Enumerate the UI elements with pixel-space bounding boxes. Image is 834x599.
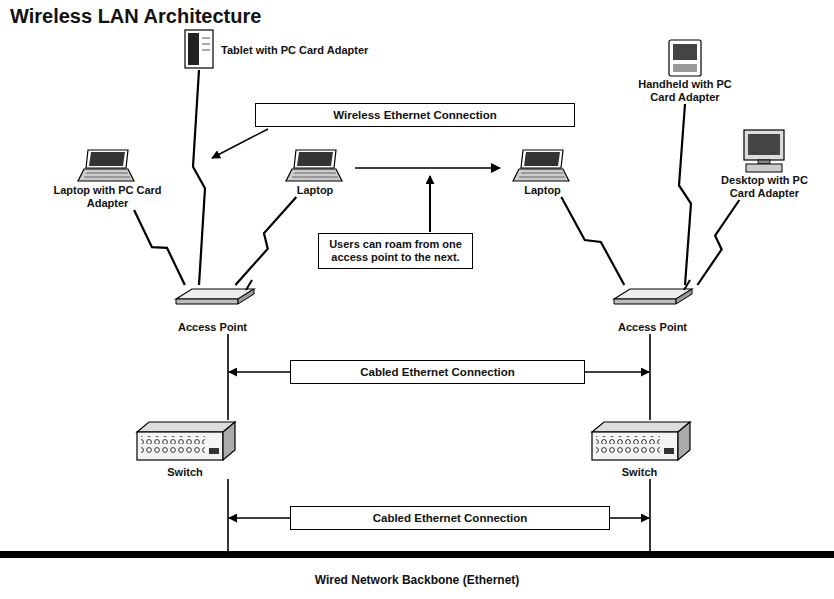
wireless-link xyxy=(134,210,185,285)
handheld-icon xyxy=(669,40,701,76)
wireless-link xyxy=(679,104,691,285)
access-point-icon xyxy=(176,280,254,304)
device-node: Handheld with PC Card Adapter xyxy=(630,38,740,104)
device-node: Laptop with PC Card Adapter xyxy=(40,148,175,210)
device-node: Laptop xyxy=(500,148,585,197)
device-node: Desktop with PC Card Adapter xyxy=(712,128,817,200)
laptop-icon xyxy=(513,150,569,181)
cable-link xyxy=(227,479,229,551)
laptop-icon xyxy=(286,150,342,181)
backbone-bar xyxy=(0,551,834,558)
device-node: Access Point xyxy=(605,285,700,334)
callout-arrow xyxy=(429,176,431,232)
node-text: Cabled Ethernet Connection xyxy=(301,511,599,525)
connection-box: Wireless Ethernet Connection xyxy=(255,103,575,127)
node-text: Laptop with PC Card Adapter xyxy=(40,184,175,210)
backbone-band: Wired Network Backbone (Ethernet) xyxy=(0,551,834,587)
wireless-link xyxy=(561,197,624,285)
device-node: Laptop xyxy=(275,148,355,197)
callout-box: Users can roam from one access point to … xyxy=(318,233,473,269)
wireless-link xyxy=(193,70,205,285)
node-text: Users can roam from one access point to … xyxy=(325,238,466,264)
node-text: Tablet with PC Card Adapter xyxy=(221,44,368,57)
diagram-title: Wireless LAN Architecture xyxy=(10,4,261,28)
node-text: Wireless Ethernet Connection xyxy=(266,108,564,122)
device-node: Switch xyxy=(130,420,240,479)
tablet-icon xyxy=(185,30,213,68)
cable-link xyxy=(649,479,651,551)
node-text: Switch xyxy=(582,466,697,479)
desktop-icon xyxy=(744,130,784,172)
leader-arrow xyxy=(212,129,268,158)
node-text: Access Point xyxy=(165,321,260,334)
wireless-link xyxy=(697,200,739,285)
node-text: Handheld with PC Card Adapter xyxy=(630,78,740,104)
laptop-icon xyxy=(78,150,134,181)
switch-icon xyxy=(137,422,235,460)
access-point-icon xyxy=(614,280,692,304)
node-text: Access Point xyxy=(605,321,700,334)
node-text: Laptop xyxy=(275,184,355,197)
node-text: Desktop with PC Card Adapter xyxy=(712,174,817,200)
node-text: Wired Network Backbone (Ethernet) xyxy=(0,573,834,587)
device-node: Access Point xyxy=(165,285,260,334)
node-text: Laptop xyxy=(500,184,585,197)
node-text: Cabled Ethernet Connection xyxy=(301,365,574,379)
device-node: Switch xyxy=(582,420,697,479)
connection-box: Cabled Ethernet Connection xyxy=(290,506,610,530)
cable-link xyxy=(227,334,229,420)
connection-box: Cabled Ethernet Connection xyxy=(290,360,585,384)
switch-icon xyxy=(592,422,690,460)
cable-link xyxy=(355,167,500,169)
cable-link xyxy=(649,334,651,420)
node-text: Switch xyxy=(130,466,240,479)
device-label: Tablet with PC Card Adapter xyxy=(183,30,368,70)
wireless-link xyxy=(235,197,296,285)
